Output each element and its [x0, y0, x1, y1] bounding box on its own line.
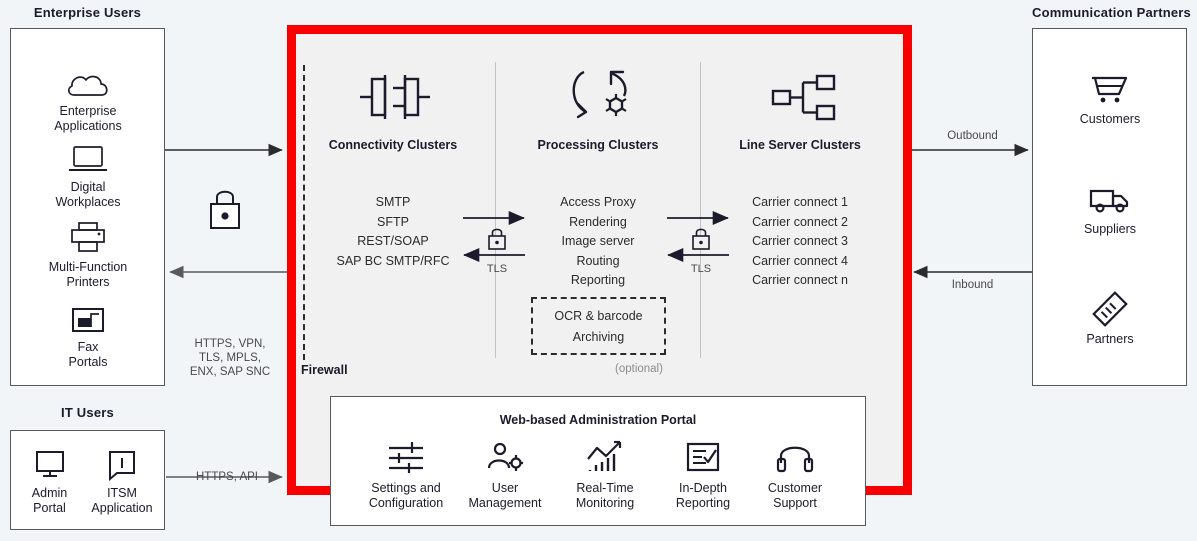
tls-arrows-left [463, 210, 525, 263]
service-item: Reporting [570, 273, 626, 287]
communication-partners-title: Communication Partners [1032, 5, 1191, 20]
admin-portal-title: Web-based Administration Portal [499, 413, 697, 427]
service-item: Carrier connect 4 [752, 253, 848, 268]
service-item: Rendering [569, 214, 627, 229]
admin-item-label: Settings and Configuration [368, 481, 444, 510]
service-item: SFTP [377, 214, 409, 229]
column-divider-2 [700, 62, 701, 358]
service-item: SAP BC SMTP/RFC [336, 253, 450, 268]
tile-label: Suppliers [1083, 222, 1137, 236]
communication-partners-panel: Customers Suppliers [1032, 28, 1187, 386]
cluster-services-connectivity: SMTP SFTP REST/SOAP SAP BC SMTP/RFC [313, 193, 473, 271]
tile-label: Customers [1079, 112, 1141, 126]
processing-clusters-icon [566, 68, 636, 128]
service-item: SMTP [375, 195, 411, 209]
padlock-icon-tls-left [487, 226, 507, 252]
tile-partners[interactable]: Partners [1045, 287, 1175, 347]
admin-item-in-depth-reporting[interactable]: In-Depth Reporting [651, 439, 755, 511]
tile-label: Enterprise Applications [54, 104, 122, 133]
cluster-services-processing: Access Proxy Rendering Image server Rout… [518, 193, 678, 291]
padlock-icon-tls-right [691, 226, 711, 252]
laptop-icon [23, 135, 153, 175]
enterprise-users-title: Enterprise Users [33, 5, 142, 20]
inbound-label: Inbound [951, 279, 994, 291]
sliders-icon [354, 439, 458, 477]
fax-portal-icon [23, 295, 153, 335]
tile-suppliers[interactable]: Suppliers [1045, 177, 1175, 237]
optional-note: (optional) [615, 363, 663, 375]
admin-item-customer-support[interactable]: Customer Support [743, 439, 847, 511]
truck-icon [1045, 177, 1175, 217]
service-item: Access Proxy [560, 195, 636, 209]
admin-item-settings-and-configuration[interactable]: Settings and Configuration [354, 439, 458, 511]
enterprise-protocols-label: HTTPS, VPN, TLS, MPLS, ENX, SAP SNC [189, 338, 271, 378]
tile-itsm-application[interactable]: ITSM Application [68, 441, 176, 516]
service-item: Carrier connect 1 [752, 195, 848, 209]
cluster-title-processing: Processing Clusters [537, 138, 659, 152]
admin-item-label: Real-Time Monitoring [575, 481, 635, 510]
optional-item: OCR & barcode [554, 309, 643, 323]
tile-digital-workplaces[interactable]: Digital Workplaces [23, 135, 153, 210]
it-users-title: IT Users [61, 405, 114, 420]
tls-arrows-right [667, 210, 729, 263]
tile-label: Multi-Function Printers [48, 260, 128, 289]
cluster-services-line-server: Carrier connect 1 Carrier connect 2 Carr… [720, 193, 880, 291]
tls-label-left: TLS [486, 263, 508, 275]
service-item: Carrier connect n [752, 273, 848, 287]
report-check-icon [651, 439, 755, 477]
service-item: Routing [576, 253, 620, 268]
tile-fax-portals[interactable]: Fax Portals [23, 295, 153, 370]
service-item: REST/SOAP [357, 234, 429, 248]
tile-label: ITSM Application [91, 486, 153, 515]
printer-icon [23, 215, 153, 255]
firewall-dashed-line [303, 65, 305, 360]
tile-customers[interactable]: Customers [1045, 67, 1175, 127]
tile-admin-portal[interactable]: Admin Portal [1, 441, 98, 516]
chart-trend-icon [553, 439, 657, 477]
it-users-panel: Admin Portal ITSM Application [10, 430, 165, 530]
line-server-clusters-icon [771, 74, 838, 122]
cluster-title-line-server: Line Server Clusters [739, 138, 861, 152]
admin-item-label: User Management [468, 481, 542, 510]
admin-portal-panel: Web-based Administration Portal Settings… [330, 396, 866, 526]
cluster-title-connectivity: Connectivity Clusters [328, 138, 458, 152]
service-item: Carrier connect 2 [752, 214, 848, 229]
tls-label-right: TLS [690, 263, 712, 275]
shopping-cart-icon [1045, 67, 1175, 107]
outbound-label: Outbound [947, 130, 998, 142]
tile-label: Admin Portal [31, 486, 68, 515]
info-bubble-icon [68, 441, 176, 482]
tile-multi-function-printers[interactable]: Multi-Function Printers [23, 215, 153, 290]
headset-icon [743, 439, 847, 477]
admin-item-label: Customer Support [767, 481, 823, 510]
column-divider-1 [495, 62, 496, 358]
firewall-label: Firewall [301, 363, 348, 377]
it-protocols-label: HTTPS, API [196, 471, 258, 483]
admin-item-label: In-Depth Reporting [675, 481, 731, 510]
tile-label: Fax Portals [68, 340, 108, 369]
enterprise-users-panel: Enterprise Applications Digital Workplac… [10, 28, 165, 386]
monitor-icon [1, 441, 98, 481]
padlock-icon-enterprise [207, 185, 243, 231]
handshake-icon [1045, 287, 1175, 327]
admin-item-real-time-monitoring[interactable]: Real-Time Monitoring [553, 439, 657, 511]
cloud-icon [23, 59, 153, 99]
admin-item-user-management[interactable]: User Management [453, 439, 557, 511]
user-gear-icon [453, 439, 557, 477]
service-item: Carrier connect 3 [752, 234, 848, 248]
tile-label: Digital Workplaces [55, 180, 121, 209]
connectivity-clusters-icon [360, 70, 430, 126]
service-item: Image server [561, 234, 635, 248]
optional-services-box: OCR & barcode Archiving [531, 297, 666, 355]
optional-item: Archiving [572, 330, 625, 344]
tile-label: Partners [1086, 332, 1134, 346]
tile-enterprise-applications[interactable]: Enterprise Applications [23, 59, 153, 134]
